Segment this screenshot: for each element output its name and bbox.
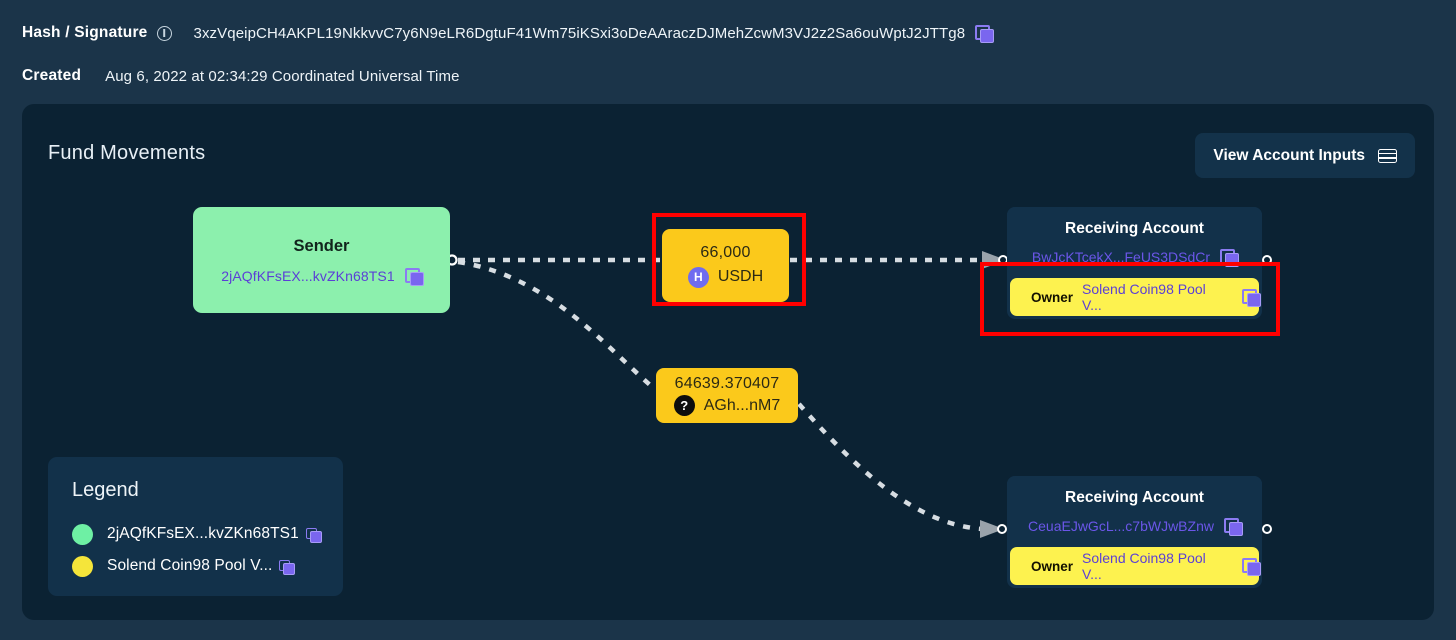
copy-icon[interactable] — [305, 527, 322, 543]
owner-badge[interactable]: Owner Solend Coin98 Pool V... — [1010, 278, 1261, 316]
receiving-account-node-top[interactable]: Receiving Account BwJcKTcekX...FeUS3DSdC… — [1007, 207, 1262, 319]
hash-signature-value: 3xzVqeipCH4AKPL19NkkvvC7y6N9eLR6DgtuF41W… — [193, 24, 966, 42]
owner-label: Owner — [1031, 558, 1074, 574]
receiving-account-address-row: BwJcKTcekX...FeUS3DSdCr — [1031, 249, 1240, 267]
arrowhead-receiver-bottom — [980, 520, 1004, 538]
usdh-token-icon: H — [687, 266, 709, 288]
view-account-inputs-button[interactable]: View Account Inputs — [1195, 133, 1415, 178]
legend-item: 2jAQfKFsEX...kvZKn68TS1 — [72, 518, 322, 550]
token-node-usdh[interactable]: 66,000 H USDH — [662, 229, 789, 302]
owner-value: Solend Coin98 Pool V... — [1082, 281, 1206, 313]
legend-item-label: 2jAQfKFsEX...kvZKn68TS1 — [107, 525, 299, 542]
receiving-account-address-row: CeuaEJwGcL...c7bWJwBZnw — [1028, 518, 1243, 536]
legend-title: Legend — [72, 479, 139, 501]
hash-signature-row: Hash / Signature 3xzVqeipCH4AKPL19NkkvvC… — [22, 24, 995, 43]
token-node-agh[interactable]: 64639.370407 ? AGh...nM7 — [656, 368, 798, 423]
owner-badge[interactable]: Owner Solend Coin98 Pool V... — [1010, 547, 1261, 585]
copy-icon[interactable] — [1223, 518, 1243, 536]
receiving-account-address: CeuaEJwGcL...c7bWJwBZnw — [1028, 518, 1214, 534]
sender-title: Sender — [293, 236, 350, 255]
info-icon[interactable] — [156, 25, 172, 41]
receiving-account-title: Receiving Account — [1065, 220, 1204, 237]
copy-icon[interactable] — [1242, 558, 1261, 576]
hash-signature-label: Hash / Signature — [22, 24, 148, 41]
token-symbol-row: H USDH — [687, 266, 764, 288]
legend: Legend 2jAQfKFsEX...kvZKn68TS1 Solend Co… — [48, 457, 343, 596]
legend-color-dot-owner — [72, 555, 93, 577]
token-symbol-row: ? AGh...nM7 — [673, 395, 781, 416]
arrowhead-receiver-top — [982, 251, 1006, 269]
sender-address-row: 2jAQfKFsEX...kvZKn68TS1 — [221, 267, 424, 286]
created-value: Aug 6, 2022 at 02:34:29 Coordinated Univ… — [105, 67, 460, 85]
created-row: Created Aug 6, 2022 at 02:34:29 Coordina… — [22, 67, 460, 85]
view-account-inputs-label: View Account Inputs — [1213, 146, 1365, 164]
receiving-account-node-bottom[interactable]: Receiving Account CeuaEJwGcL...c7bWJwBZn… — [1007, 476, 1262, 588]
owner-label: Owner — [1031, 289, 1074, 305]
sender-address: 2jAQfKFsEX...kvZKn68TS1 — [221, 267, 395, 284]
receiving-account-header: Receiving Account BwJcKTcekX...FeUS3DSdC… — [1007, 207, 1262, 276]
edge-sender-to-agh — [457, 259, 658, 392]
copy-icon[interactable] — [1242, 289, 1261, 307]
receiver-bottom-output-port — [1262, 524, 1272, 534]
token-symbol: AGh...nM7 — [703, 396, 781, 414]
legend-item: Solend Coin98 Pool V... — [72, 550, 319, 582]
unknown-token-icon: ? — [673, 395, 695, 416]
copy-icon[interactable] — [279, 559, 296, 575]
receiver-top-output-port — [1262, 255, 1272, 265]
edge-agh-to-receiver-bottom — [797, 402, 983, 532]
created-label: Created — [22, 67, 82, 84]
receiving-account-address: BwJcKTcekX...FeUS3DSdCr — [1031, 249, 1211, 265]
copy-icon[interactable] — [404, 267, 424, 286]
table-icon — [1378, 148, 1397, 163]
sender-node[interactable]: Sender 2jAQfKFsEX...kvZKn68TS1 — [193, 207, 450, 313]
receiving-account-title: Receiving Account — [1065, 489, 1204, 506]
receiver-bottom-input-port — [997, 524, 1007, 534]
receiving-account-header: Receiving Account CeuaEJwGcL...c7bWJwBZn… — [1007, 476, 1262, 545]
token-symbol: USDH — [717, 268, 764, 285]
legend-color-dot-sender — [72, 523, 93, 545]
copy-icon[interactable] — [975, 25, 995, 43]
legend-item-label: Solend Coin98 Pool V... — [107, 557, 273, 574]
fund-movements-panel: Fund Movements View Account Inputs Sende… — [22, 104, 1434, 620]
page-title: Fund Movements — [48, 142, 206, 164]
receiver-top-input-port — [998, 255, 1008, 265]
token-amount: 64639.370407 — [674, 375, 780, 392]
copy-icon[interactable] — [1220, 249, 1240, 267]
owner-value: Solend Coin98 Pool V... — [1082, 550, 1206, 582]
token-amount: 66,000 — [700, 243, 751, 261]
